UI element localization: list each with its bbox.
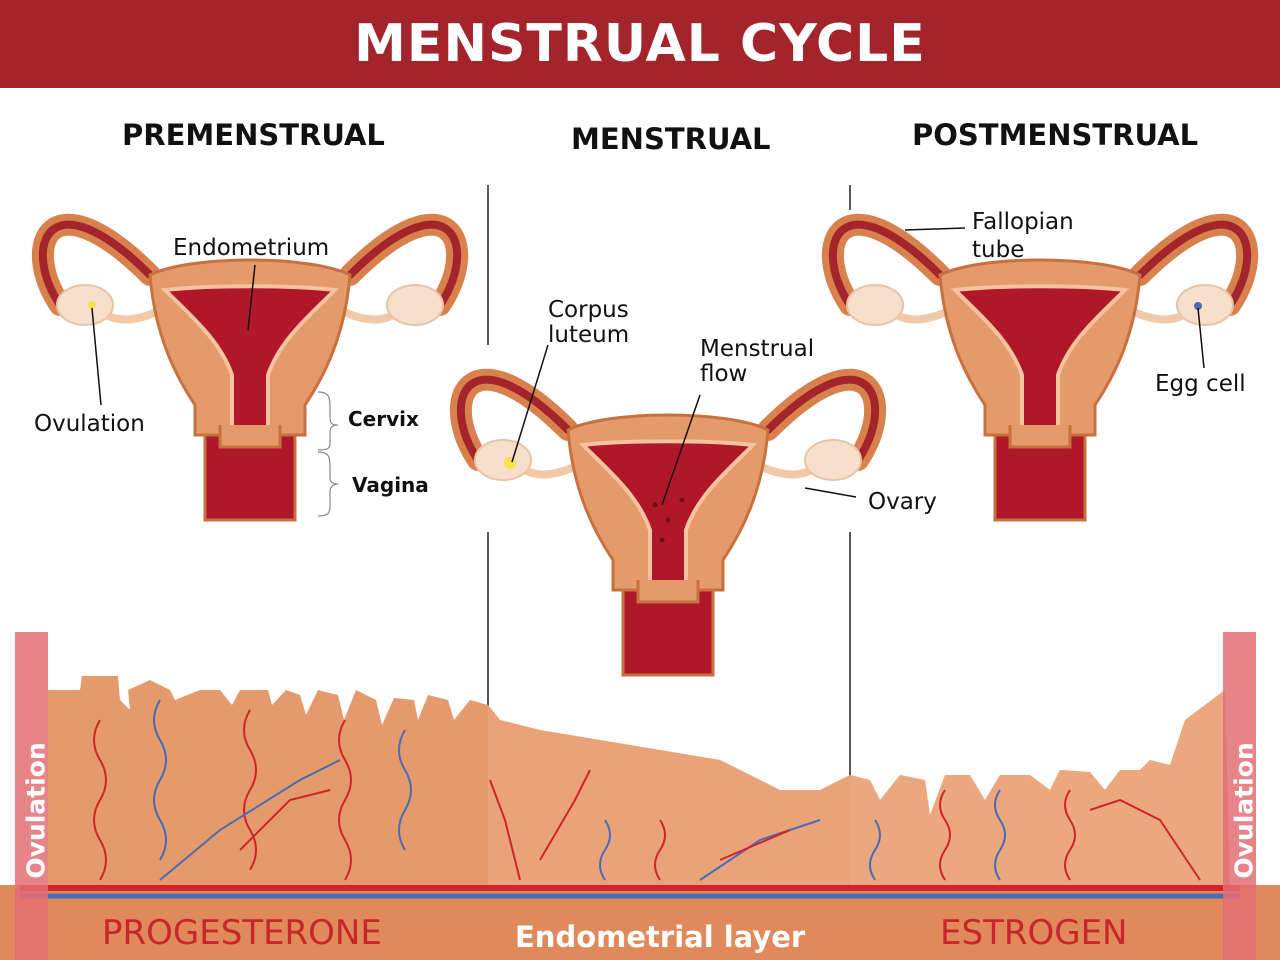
title-banner: MENSTRUAL CYCLE — [0, 0, 1280, 88]
uterus-postmenstrual — [833, 225, 1247, 520]
brace-vagina — [317, 451, 339, 517]
phase-premenstrual-heading: PREMENSTRUAL — [122, 118, 385, 152]
blood-vessels — [93, 699, 1201, 881]
label-endometrium: Endometrium — [173, 235, 330, 261]
label-ovulation-right: Ovulation — [1229, 742, 1259, 879]
label-ovary: Ovary — [868, 489, 937, 515]
label-ovulation-left: Ovulation — [21, 742, 51, 879]
label-menstrual-flow-line1: Menstrual — [700, 336, 815, 362]
label-cervix: Cervix — [348, 407, 419, 431]
label-fallopian-tube-line1: Fallopian — [972, 209, 1074, 235]
brace-cervix — [317, 391, 339, 451]
uterus-premenstrual — [43, 225, 457, 520]
phase-menstrual-heading: MENSTRUAL — [571, 122, 771, 156]
label-corpus-luteum-line1: Corpus — [548, 297, 629, 323]
label-egg-cell: Egg cell — [1155, 371, 1246, 397]
label-estrogen: ESTROGEN — [940, 913, 1128, 953]
phase-postmenstrual-heading: POSTMENSTRUAL — [912, 118, 1199, 152]
leader-lines — [91, 227, 1205, 506]
ovulation-bar-left — [15, 632, 48, 960]
page-title: MENSTRUAL CYCLE — [354, 14, 926, 74]
label-endometrial-layer: Endometrial layer — [515, 920, 806, 954]
label-progesterone: PROGESTERONE — [102, 913, 382, 953]
label-corpus-luteum-line2: luteum — [548, 322, 630, 348]
label-menstrual-flow-line2: flow — [700, 361, 748, 387]
label-fallopian-tube-line2: tube — [972, 237, 1025, 263]
label-vagina: Vagina — [352, 473, 429, 497]
ovulation-bar-right — [1223, 632, 1256, 960]
label-ovulation: Ovulation — [34, 411, 145, 437]
